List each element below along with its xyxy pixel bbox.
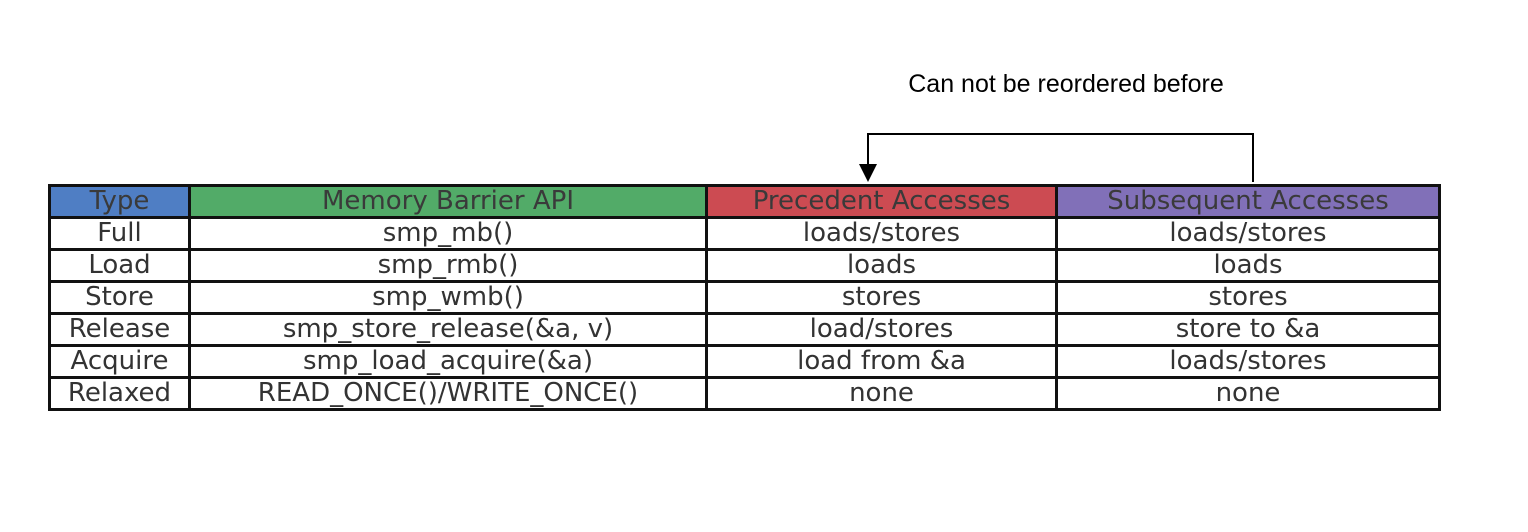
table-row: Load smp_rmb() loads loads	[48, 248, 1441, 283]
cell-precedent: load from &a	[705, 344, 1058, 379]
header-precedent-accesses: Precedent Accesses	[705, 184, 1058, 219]
header-memory-barrier-api: Memory Barrier API	[188, 184, 708, 219]
cell-precedent: loads/stores	[705, 216, 1058, 251]
cell-type: Relaxed	[48, 376, 191, 411]
table-header-row: Type Memory Barrier API Precedent Access…	[48, 184, 1441, 219]
cell-precedent: stores	[705, 280, 1058, 315]
cell-subsequent: none	[1055, 376, 1441, 411]
cell-api: smp_store_release(&a, v)	[188, 312, 708, 347]
cell-type: Store	[48, 280, 191, 315]
table-row: Acquire smp_load_acquire(&a) load from &…	[48, 344, 1441, 379]
table-row: Release smp_store_release(&a, v) load/st…	[48, 312, 1441, 347]
cell-api: smp_mb()	[188, 216, 708, 251]
table-row: Full smp_mb() loads/stores loads/stores	[48, 216, 1441, 251]
cell-type: Load	[48, 248, 191, 283]
cell-subsequent: loads/stores	[1055, 216, 1441, 251]
cell-precedent: none	[705, 376, 1058, 411]
cell-subsequent: loads	[1055, 248, 1441, 283]
cell-subsequent: loads/stores	[1055, 344, 1441, 379]
cell-precedent: load/stores	[705, 312, 1058, 347]
reorder-caption: Can not be reordered before	[908, 70, 1224, 98]
cell-type: Acquire	[48, 344, 191, 379]
table-row: Relaxed READ_ONCE()/WRITE_ONCE() none no…	[48, 376, 1441, 411]
cell-api: smp_load_acquire(&a)	[188, 344, 708, 379]
cell-precedent: loads	[705, 248, 1058, 283]
memory-barrier-table: Type Memory Barrier API Precedent Access…	[48, 184, 1441, 411]
reorder-arrow-line	[867, 133, 1254, 182]
cell-type: Release	[48, 312, 191, 347]
cell-api: smp_rmb()	[188, 248, 708, 283]
cell-api: READ_ONCE()/WRITE_ONCE()	[188, 376, 708, 411]
header-type: Type	[48, 184, 191, 219]
cell-subsequent: store to &a	[1055, 312, 1441, 347]
reorder-arrowhead-icon	[859, 164, 877, 182]
cell-type: Full	[48, 216, 191, 251]
cell-subsequent: stores	[1055, 280, 1441, 315]
table-row: Store smp_wmb() stores stores	[48, 280, 1441, 315]
header-subsequent-accesses: Subsequent Accesses	[1055, 184, 1441, 219]
cell-api: smp_wmb()	[188, 280, 708, 315]
